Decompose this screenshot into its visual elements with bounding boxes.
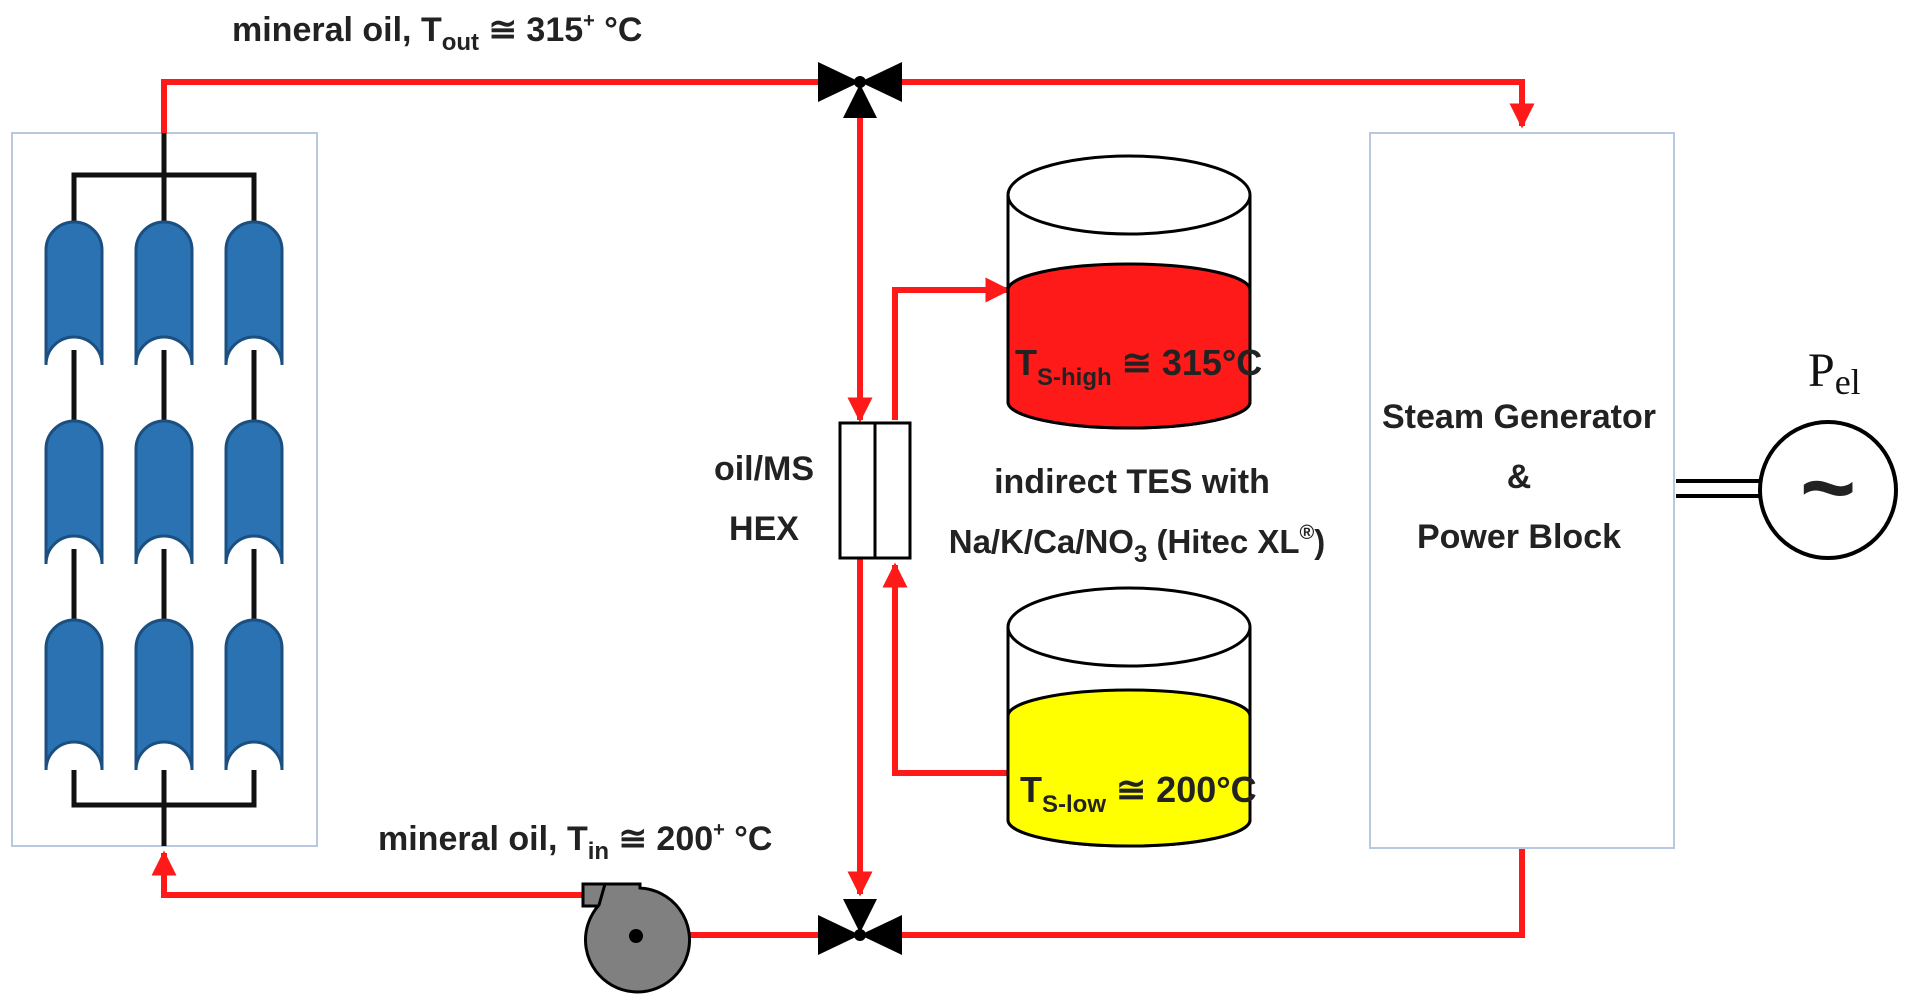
pipe-field-to-top-valve [161,79,846,133]
pump-shaft [629,929,643,943]
generator-symbol: ~ [1800,434,1856,541]
trough-collector-r2c3 [224,419,284,565]
pump [581,882,691,994]
generator [1676,420,1898,560]
pipe-cold-tank-to-hex [882,562,1008,776]
solar-field [11,132,318,847]
power-block-frame [1369,132,1675,849]
pipe-power-block-to-bottom-valve [890,848,1525,938]
valve-bottom [818,899,902,955]
hex-label-line1: oil/MS [714,450,814,488]
cold-tank-temperature: TS-low ≅ 200°C [1020,769,1257,818]
oil-ms-heat-exchanger [838,421,912,560]
power-block-label-line1: Steam Generator [1382,398,1656,436]
trough-collector-r3c3 [224,618,284,771]
hot-salt-fill [1006,262,1252,430]
trough-collector-r1c2 [134,220,194,366]
htf-piping [151,79,1535,948]
trough-collector-r1c1 [44,220,104,366]
collector-troughs [44,220,284,771]
trough-collector-r3c1 [44,618,104,771]
hex-label-line2: HEX [729,510,799,548]
pipe-top-valve-to-power-block [884,79,1535,129]
trough-collector-r1c3 [224,220,284,366]
power-block-label-line3: Power Block [1417,518,1621,556]
tes-label-line2: Na/K/Ca/NO3 (Hitec XL®) [949,522,1326,568]
oil-outlet-label: mineral oil, Tout ≅ 315+ °C [232,10,642,56]
trough-collector-r2c1 [44,419,104,565]
pipe-hex-to-hot-tank [892,277,1011,420]
power-block-label-line2: & [1507,458,1532,496]
trough-collector-r2c2 [134,419,194,565]
oil-inlet-label: mineral oil, Tin ≅ 200+ °C [378,819,772,865]
cold-salt-fill [1006,688,1252,848]
generator-circle [1758,420,1898,560]
valve-top [818,62,902,118]
hot-salt-tank [1006,154,1252,430]
electric-power-label: Pel [1808,344,1861,402]
trough-collector-r3c2 [134,618,194,771]
hot-tank-temperature: TS-high ≅ 315°C [1015,342,1262,391]
cold-salt-tank [1006,586,1252,848]
tes-label-line1: indirect TES with [994,463,1270,501]
pipe-pump-to-field [151,850,590,898]
